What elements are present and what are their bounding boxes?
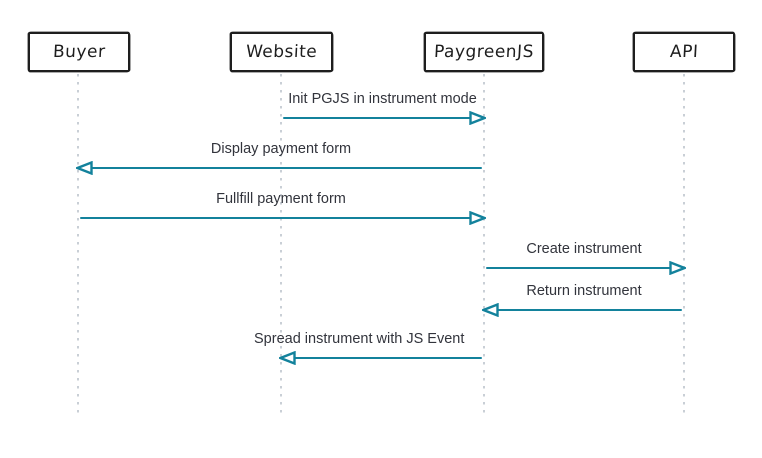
message-return-instrument: Return instrument [482, 282, 684, 318]
arrow-line [283, 116, 482, 120]
message-arrow [482, 303, 684, 318]
arrowhead-left-icon [482, 303, 499, 317]
message-label: Fullfill payment form [216, 191, 346, 207]
arrow-line [486, 308, 682, 312]
lifeline-api [683, 74, 685, 415]
actor-paygreenjs-label: PaygreenJS [433, 42, 535, 62]
arrowhead-right-icon [469, 111, 486, 125]
lifeline-website [280, 74, 282, 415]
actor-api-label: API [669, 42, 699, 62]
actor-buyer: Buyer [28, 32, 130, 72]
message-label: Create instrument [526, 241, 642, 257]
message-label: Init PGJS in instrument mode [288, 91, 477, 107]
arrow-line [283, 356, 482, 360]
arrowhead-right-icon [669, 261, 686, 275]
actor-paygreenjs: PaygreenJS [424, 32, 544, 72]
message-label: Spread instrument with JS Event [254, 331, 465, 347]
arrow-line [486, 266, 682, 270]
arrowhead-left-icon [279, 351, 296, 365]
actor-api: API [633, 32, 735, 72]
lifeline-buyer [77, 74, 79, 415]
arrow-line [80, 216, 482, 220]
message-label: Display payment form [210, 141, 352, 157]
message-display-payment-form: Display payment form [76, 140, 484, 176]
message-arrow [484, 261, 686, 276]
message-create-instrument: Create instrument [484, 240, 686, 276]
message-arrow [279, 351, 484, 366]
arrow-line [80, 166, 482, 170]
arrowhead-left-icon [76, 161, 93, 175]
lifeline-paygreenjs [483, 74, 485, 415]
message-arrow [281, 111, 486, 126]
message-arrow [78, 211, 486, 226]
message-init-pgjs: Init PGJS in instrument mode [281, 90, 486, 126]
message-arrow [76, 161, 484, 176]
message-label: Return instrument [526, 283, 642, 299]
actor-website-label: Website [245, 42, 318, 62]
actor-buyer-label: Buyer [52, 42, 106, 62]
message-fullfill-payment-form: Fullfill payment form [78, 190, 486, 226]
actor-website: Website [230, 32, 333, 72]
arrowhead-right-icon [469, 211, 486, 225]
message-spread-instrument: Spread instrument with JS Event [254, 330, 484, 366]
